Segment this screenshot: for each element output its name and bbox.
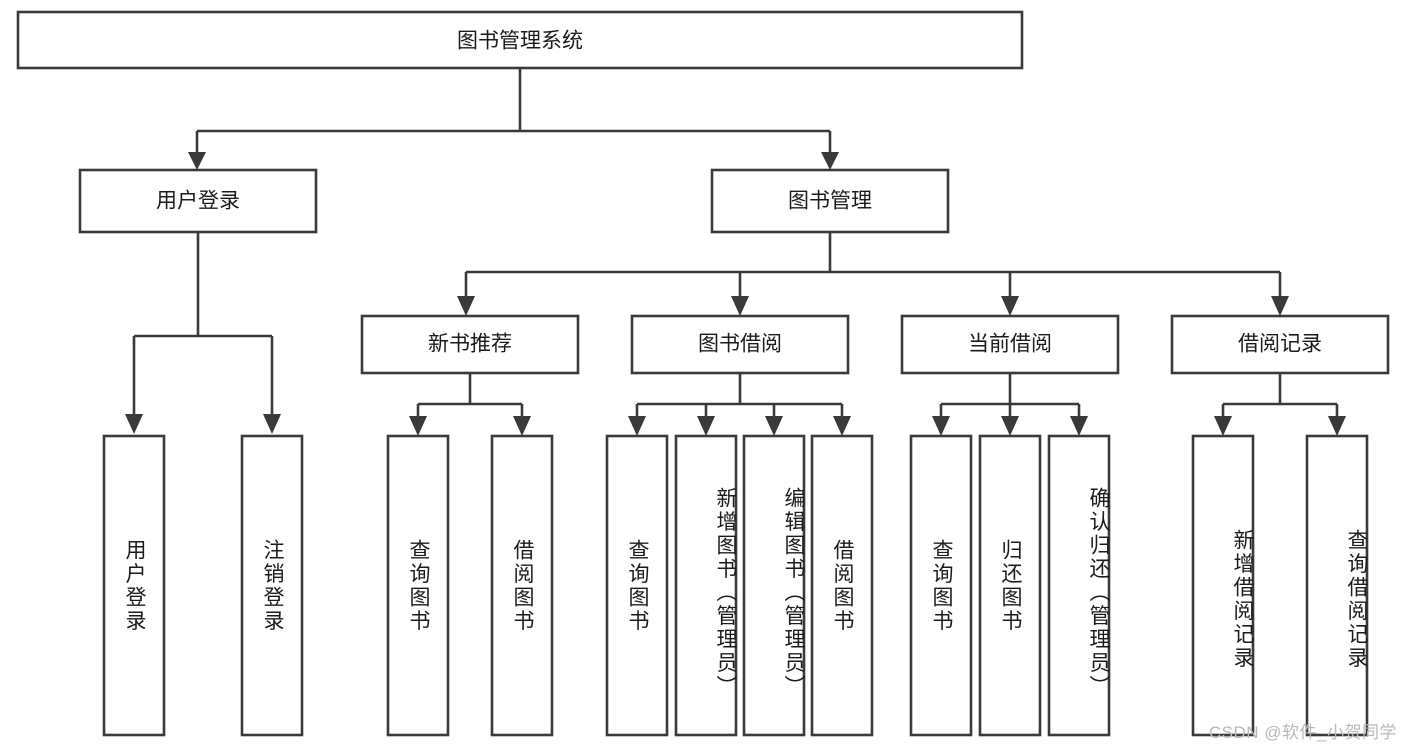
node-current-borrow-box xyxy=(900,314,1120,375)
edge-book-manage-to-level3 xyxy=(457,232,1289,316)
leaf-add-record-box[interactable] xyxy=(1191,434,1255,737)
node-book-manage-label: 图书管理 xyxy=(788,190,872,213)
leaf-add-book-admin-box[interactable] xyxy=(674,434,738,737)
leaf-query-book-c-box[interactable] xyxy=(909,434,973,737)
node-new-book-rec[interactable]: 新书推荐 xyxy=(360,314,580,375)
leaf-logout-box[interactable] xyxy=(240,434,304,737)
leaf-edit-book-admin-box[interactable] xyxy=(742,434,806,737)
node-borrow-record[interactable]: 借阅记录 xyxy=(1170,314,1390,375)
csdn-watermark: CSDN @软件_小贺同学 xyxy=(1208,723,1397,742)
leaf-borrow-book-a-box[interactable] xyxy=(490,434,554,737)
node-current-borrow-label: 当前借阅 xyxy=(968,333,1052,356)
leaf-query-book-a-box[interactable] xyxy=(386,434,450,737)
leaf-confirm-return-admin-box[interactable] xyxy=(1047,434,1111,737)
node-user-login[interactable]: 用户登录 xyxy=(78,168,318,234)
node-root-box xyxy=(16,10,1024,70)
leaf-query-record-box[interactable] xyxy=(1305,434,1369,737)
node-new-book-rec-box xyxy=(360,314,580,375)
edge-book-borrow-to-leaves xyxy=(628,373,851,436)
node-root-label: 图书管理系统 xyxy=(457,30,583,53)
node-book-borrow-label: 图书借阅 xyxy=(698,333,782,356)
node-new-book-rec-label: 新书推荐 xyxy=(428,333,512,356)
node-borrow-record-label: 借阅记录 xyxy=(1238,333,1322,356)
edge-current-borrow-to-leaves xyxy=(932,373,1088,436)
node-current-borrow[interactable]: 当前借阅 xyxy=(900,314,1120,375)
edge-new-book-rec-to-leaves xyxy=(409,373,531,436)
node-book-borrow[interactable]: 图书借阅 xyxy=(630,314,850,375)
leaf-query-book-b-box[interactable] xyxy=(605,434,669,737)
edge-borrow-record-to-leaves xyxy=(1214,373,1346,436)
edge-user-login-to-leaves xyxy=(125,232,281,434)
node-book-manage[interactable]: 图书管理 xyxy=(710,168,950,234)
leaf-borrow-book-b-box[interactable] xyxy=(810,434,874,737)
node-root[interactable]: 图书管理系统 xyxy=(16,10,1024,70)
node-user-login-box xyxy=(78,168,318,234)
leaf-return-book-box[interactable] xyxy=(978,434,1042,737)
leaf-user-login-box[interactable] xyxy=(102,434,166,737)
node-user-login-label: 用户登录 xyxy=(156,190,240,213)
edge-root-to-level2 xyxy=(188,68,839,170)
